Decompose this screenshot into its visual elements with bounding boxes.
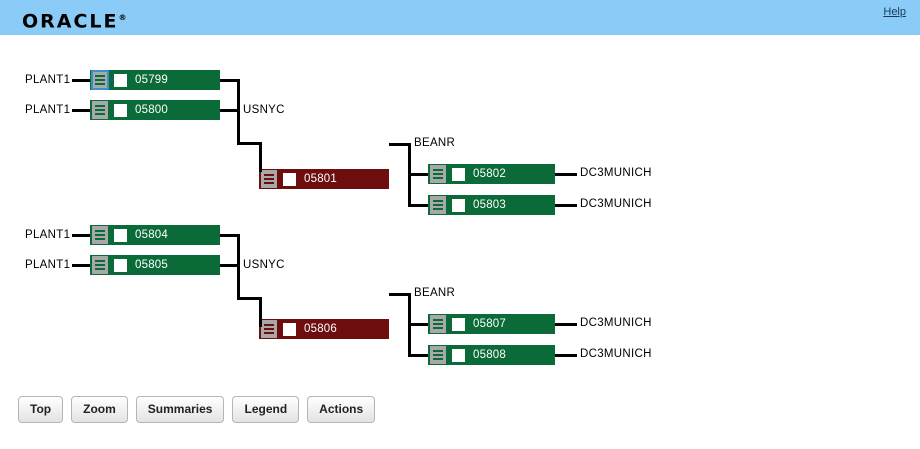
origin-label: PLANT1 [25, 104, 71, 116]
connector-line [555, 173, 577, 176]
checkbox-unchecked-icon[interactable] [452, 317, 465, 331]
connector-line [72, 264, 92, 267]
checkbox-unchecked-icon[interactable] [452, 348, 465, 362]
connector-line [72, 234, 92, 237]
connector-line [237, 234, 240, 300]
shipment-id: 05800 [135, 104, 168, 116]
connector-line [555, 354, 577, 357]
page-header: ORACLE® Help [0, 0, 920, 35]
oracle-logo-text: ORACLE [22, 10, 119, 33]
shipment-tree-diagram: PLANT1 PLANT1 05799 05800 USNYC 05801 BE… [0, 35, 920, 380]
registered-mark: ® [118, 13, 127, 22]
connector-line [237, 297, 259, 300]
hub-label: USNYC [243, 104, 285, 116]
checkbox-unchecked-icon[interactable] [452, 167, 465, 181]
zoom-button[interactable]: Zoom [71, 396, 128, 423]
shipment-id: 05807 [473, 318, 506, 330]
connector-line [408, 354, 430, 357]
destination-label: DC3MUNICH [580, 167, 652, 179]
connector-line [259, 142, 262, 172]
connector-line [555, 323, 577, 326]
shipment-node[interactable]: 05799 [90, 70, 220, 90]
shipment-node[interactable]: 05800 [90, 100, 220, 120]
shipment-id: 05801 [304, 173, 337, 185]
actions-button[interactable]: Actions [307, 396, 376, 423]
action-button-bar: Top Zoom Summaries Legend Actions [18, 396, 376, 423]
hub-label: BEANR [414, 137, 456, 149]
hamburger-menu-icon[interactable] [92, 226, 108, 244]
checkbox-unchecked-icon[interactable] [114, 103, 127, 117]
hamburger-menu-icon[interactable] [91, 70, 109, 90]
connector-line [408, 173, 430, 176]
connector-line [389, 293, 411, 296]
checkbox-unchecked-icon[interactable] [114, 228, 127, 242]
summaries-button[interactable]: Summaries [135, 396, 225, 423]
shipment-id: 05803 [473, 199, 506, 211]
shipment-node[interactable]: 05801 [259, 169, 389, 189]
hamburger-menu-icon[interactable] [430, 196, 446, 214]
shipment-node[interactable]: 05803 [428, 195, 555, 215]
hamburger-menu-icon[interactable] [430, 346, 446, 364]
shipment-node[interactable]: 05804 [90, 225, 220, 245]
hamburger-menu-icon[interactable] [92, 101, 108, 119]
shipment-node[interactable]: 05808 [428, 345, 555, 365]
legend-button[interactable]: Legend [232, 396, 300, 423]
shipment-node[interactable]: 05806 [259, 319, 389, 339]
shipment-id: 05808 [473, 349, 506, 361]
connector-line [408, 323, 430, 326]
hub-label: USNYC [243, 259, 285, 271]
top-button[interactable]: Top [18, 396, 64, 423]
oracle-logo: ORACLE® [22, 8, 127, 31]
checkbox-unchecked-icon[interactable] [283, 172, 296, 186]
shipment-id: 05805 [135, 259, 168, 271]
connector-line [389, 143, 411, 146]
shipment-node[interactable]: 05802 [428, 164, 555, 184]
hamburger-menu-icon[interactable] [430, 165, 446, 183]
origin-label: PLANT1 [25, 74, 71, 86]
connector-line [220, 79, 240, 82]
help-link[interactable]: Help [883, 6, 906, 18]
connector-line [555, 204, 577, 207]
origin-label: PLANT1 [25, 259, 71, 271]
checkbox-unchecked-icon[interactable] [114, 258, 127, 272]
connector-line [237, 79, 240, 145]
destination-label: DC3MUNICH [580, 348, 652, 360]
checkbox-unchecked-icon[interactable] [283, 322, 296, 336]
shipment-id: 05804 [135, 229, 168, 241]
connector-line [72, 109, 92, 112]
shipment-id: 05799 [135, 74, 168, 86]
hamburger-menu-icon[interactable] [92, 256, 108, 274]
connector-line [220, 264, 240, 267]
checkbox-unchecked-icon[interactable] [452, 198, 465, 212]
shipment-id: 05806 [304, 323, 337, 335]
shipment-id: 05802 [473, 168, 506, 180]
shipment-node[interactable]: 05807 [428, 314, 555, 334]
connector-line [237, 142, 259, 145]
connector-line [408, 204, 430, 207]
shipment-node[interactable]: 05805 [90, 255, 220, 275]
destination-label: DC3MUNICH [580, 198, 652, 210]
hamburger-menu-icon[interactable] [261, 170, 277, 188]
checkbox-unchecked-icon[interactable] [114, 73, 127, 87]
origin-label: PLANT1 [25, 229, 71, 241]
connector-line [72, 79, 92, 82]
connector-line [259, 297, 262, 327]
hamburger-menu-icon[interactable] [430, 315, 446, 333]
destination-label: DC3MUNICH [580, 317, 652, 329]
hub-label: BEANR [414, 287, 456, 299]
connector-line [220, 234, 240, 237]
hamburger-menu-icon[interactable] [261, 320, 277, 338]
connector-line [220, 109, 240, 112]
